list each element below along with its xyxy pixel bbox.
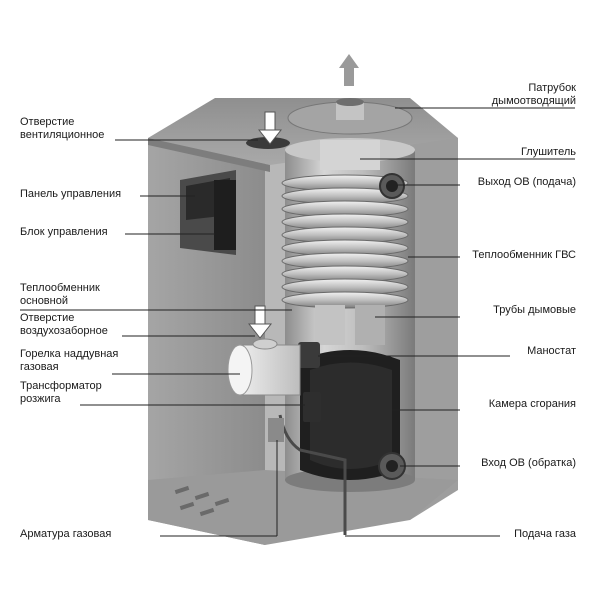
label-control-unit: Блок управления [20,226,108,238]
dhw-coil [281,174,409,309]
label-ignition-transformer: Трансформатор розжига [20,380,102,405]
air-intake-port [252,338,278,350]
label-dhw-heat-exchanger: Теплообменник ГВС [472,249,576,261]
silencer-tube [320,140,380,170]
label-burner: Горелка наддувная газовая [20,348,119,373]
gas-valve-body [268,418,284,442]
air-intake-arrow [247,305,273,339]
combustion-chamber-inner [310,362,392,469]
label-air-intake-opening: Отверстие воздухозаборное [20,312,108,337]
smoke-tube-right [355,305,385,345]
flue-collar-top [336,98,364,106]
label-manostat: Маностат [527,345,576,357]
burner-fan-face [227,344,253,396]
label-gas-supply: Подача газа [514,528,576,540]
casing-right-wall [410,112,458,520]
label-gas-valve: Арматура газовая [20,528,112,540]
heating-outlet-hole [386,180,398,192]
heating-inlet-hole [386,460,398,472]
label-combustion-chamber: Камера сгорания [488,398,576,410]
base-vents [174,485,230,517]
label-main-heat-exchanger: Теплообменник основной [20,282,100,307]
label-heating-inlet: Вход ОВ (обратка) [481,457,576,469]
label-heating-outlet: Выход ОВ (подача) [477,176,576,188]
label-silencer: Глушитель [520,146,576,158]
label-flue-pipe: Патрубок дымоотводящий [491,82,576,107]
flue-collar-neck [336,102,364,120]
label-smoke-tubes: Трубы дымовые [493,304,576,316]
control-unit-block [214,180,236,250]
label-vent-opening: Отверстие вентиляционное [20,116,105,141]
smoke-tube-left [315,305,345,345]
label-control-panel: Панель управления [20,188,122,200]
ignition-transformer-box [303,392,321,422]
manostat-box [298,342,320,368]
flue-exhaust-arrow [339,54,359,86]
leader-lines [20,107,575,537]
casing-top-edge [148,138,270,172]
vent-intake-arrow [257,111,283,145]
